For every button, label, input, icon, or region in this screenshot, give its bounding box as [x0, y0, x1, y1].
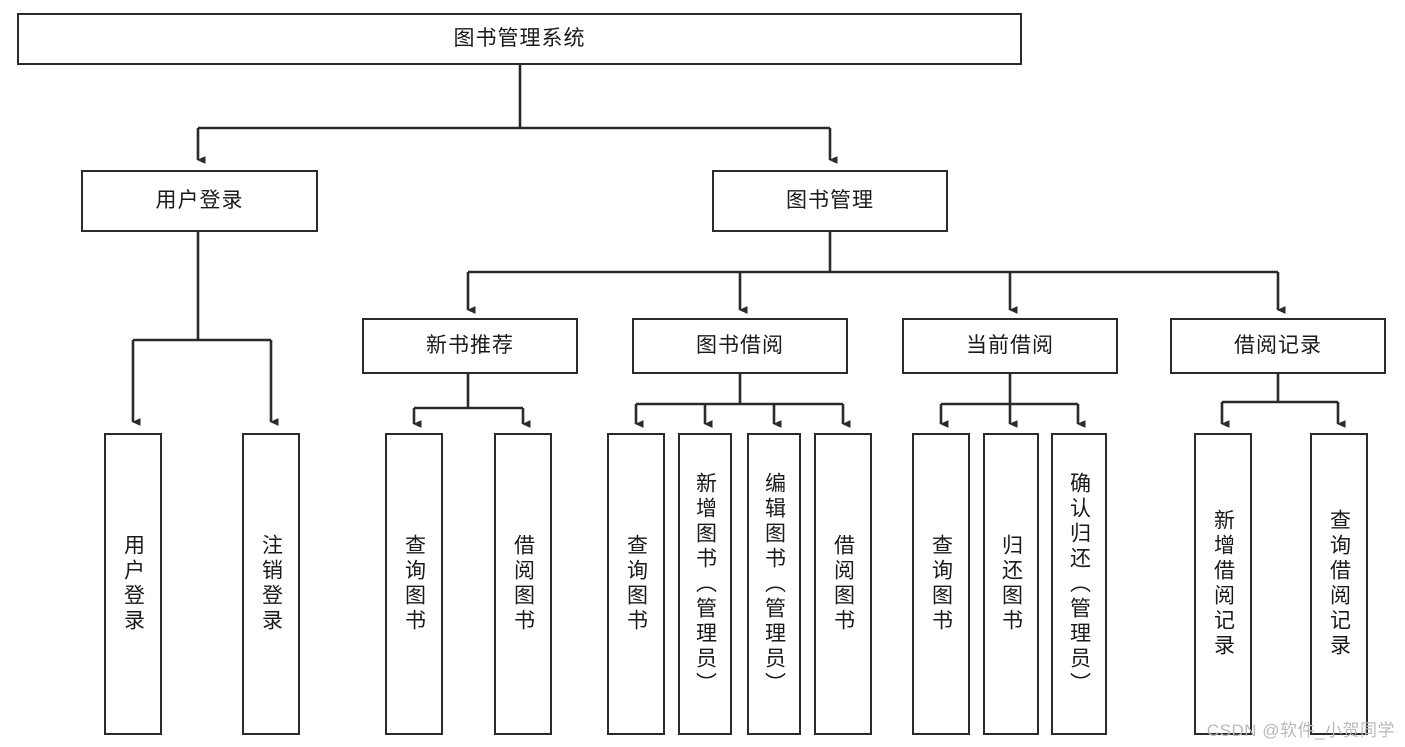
- leaf-book-borrow-lend[interactable]: 借阅图书: [814, 433, 872, 735]
- leaf-borrow-record-add-label: 新增借阅记录: [1211, 509, 1235, 659]
- leaf-borrow-record-query-label: 查询借阅记录: [1327, 509, 1351, 659]
- leaf-current-borrow-return[interactable]: 归还图书: [983, 433, 1039, 735]
- leaf-book-borrow-edit-label: 编辑图书（管理员）: [762, 471, 786, 697]
- leaf-book-borrow-query[interactable]: 查询图书: [607, 433, 665, 735]
- leaf-user-login-signin[interactable]: 用户登录: [104, 433, 162, 735]
- leaf-new-book-query-label: 查询图书: [402, 534, 426, 634]
- leaf-current-borrow-confirm-return[interactable]: 确认归还（管理员）: [1051, 433, 1107, 735]
- leaf-new-book-borrow-label: 借阅图书: [511, 534, 535, 634]
- leaf-book-borrow-add-label: 新增图书（管理员）: [693, 471, 717, 697]
- leaf-borrow-record-query[interactable]: 查询借阅记录: [1310, 433, 1368, 735]
- leaf-book-borrow-add[interactable]: 新增图书（管理员）: [678, 433, 732, 735]
- node-borrow-record-label: 借阅记录: [1234, 334, 1322, 358]
- leaf-new-book-query[interactable]: 查询图书: [385, 433, 443, 735]
- node-current-borrow[interactable]: 当前借阅: [902, 318, 1118, 374]
- leaf-book-borrow-edit[interactable]: 编辑图书（管理员）: [747, 433, 801, 735]
- leaf-current-borrow-query[interactable]: 查询图书: [912, 433, 970, 735]
- node-user-login[interactable]: 用户登录: [81, 170, 318, 232]
- leaf-user-login-signout[interactable]: 注销登录: [242, 433, 300, 735]
- node-root-label: 图书管理系统: [453, 27, 586, 51]
- node-new-book-recommend[interactable]: 新书推荐: [362, 318, 578, 374]
- node-book-management-label: 图书管理: [786, 189, 874, 213]
- leaf-current-borrow-confirm-return-label: 确认归还（管理员）: [1067, 471, 1091, 697]
- node-book-management[interactable]: 图书管理: [712, 170, 948, 232]
- leaf-current-borrow-query-label: 查询图书: [929, 534, 953, 634]
- leaf-user-login-signin-label: 用户登录: [121, 534, 145, 634]
- leaf-borrow-record-add[interactable]: 新增借阅记录: [1194, 433, 1252, 735]
- node-user-login-label: 用户登录: [155, 189, 244, 213]
- node-current-borrow-label: 当前借阅: [966, 334, 1054, 358]
- node-book-borrow[interactable]: 图书借阅: [632, 318, 848, 374]
- watermark-text: CSDN @软件_小贺同学: [1206, 721, 1395, 740]
- leaf-current-borrow-return-label: 归还图书: [999, 534, 1023, 634]
- leaf-user-login-signout-label: 注销登录: [259, 534, 283, 634]
- node-borrow-record[interactable]: 借阅记录: [1170, 318, 1386, 374]
- leaf-book-borrow-query-label: 查询图书: [624, 534, 648, 634]
- leaf-book-borrow-lend-label: 借阅图书: [831, 534, 855, 634]
- node-root[interactable]: 图书管理系统: [17, 13, 1022, 65]
- node-new-book-recommend-label: 新书推荐: [426, 334, 514, 358]
- node-book-borrow-label: 图书借阅: [696, 334, 784, 358]
- leaf-new-book-borrow[interactable]: 借阅图书: [494, 433, 552, 735]
